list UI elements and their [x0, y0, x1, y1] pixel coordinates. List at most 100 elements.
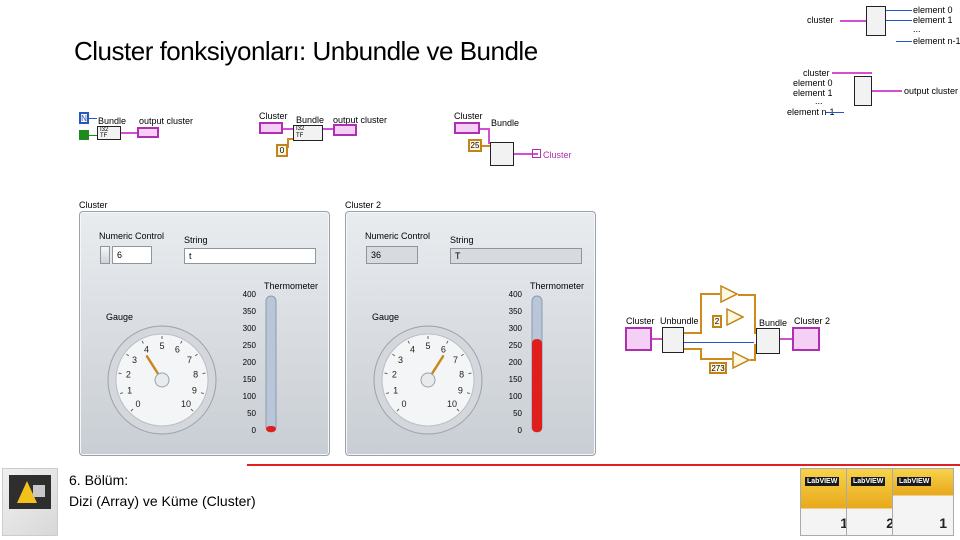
string-control-input[interactable]: t: [184, 248, 316, 264]
unbundle-node[interactable]: [662, 327, 684, 353]
gauge-tick-label: 0: [135, 399, 140, 409]
cluster-control-terminal[interactable]: [454, 122, 480, 134]
thermometer-tick-label: 150: [508, 375, 522, 384]
output-cluster-indicator[interactable]: [137, 127, 159, 138]
string-indicator-display: T: [450, 248, 582, 264]
gauge-tick-label: 7: [187, 355, 192, 365]
cluster-label: Cluster: [626, 316, 655, 326]
bundle-input-terminal: I32: [100, 127, 109, 133]
chapter-number: 6. Bölüm:: [69, 472, 129, 488]
bundle-node[interactable]: I32 TF: [293, 125, 323, 141]
labview-logo: [2, 468, 58, 536]
multiply-function-2[interactable]: [726, 308, 744, 326]
numeric-constant[interactable]: 0: [276, 144, 288, 157]
book-volume-number: 1: [840, 515, 848, 531]
cluster-label: Cluster: [454, 111, 483, 121]
gauge-tick-label: 8: [193, 370, 198, 380]
gauge-tick-label: 9: [192, 386, 197, 396]
unbundle-legend-wire: [840, 20, 866, 22]
gauge-tick-label: 5: [425, 341, 430, 351]
gauge-tick-label: 3: [132, 355, 137, 365]
numeric-wire: [700, 293, 702, 334]
add-function[interactable]: [732, 351, 750, 369]
unbundle-legend-out-wire: [896, 41, 912, 42]
unbundle-out1-label: element 0: [913, 5, 953, 15]
gauge-tick-mark: [385, 392, 390, 395]
gauge-tick-label: 4: [144, 345, 149, 355]
numeric-wire: [700, 358, 732, 360]
gauge-tick-label: 3: [398, 355, 403, 365]
string-wire: [684, 342, 754, 343]
numeric-wire: [482, 145, 490, 147]
gauge-tick-label: 6: [175, 345, 180, 355]
numeric-wire: [684, 332, 700, 334]
multiply-function[interactable]: [720, 285, 738, 303]
thermometer-tick-label: 50: [513, 409, 522, 418]
gauge-tick-mark: [190, 408, 194, 412]
unbundle-node-label: Unbundle: [660, 316, 699, 326]
numeric-indicator-display: 36: [366, 246, 418, 264]
cluster-control-terminal[interactable]: [259, 122, 283, 134]
numeric-constant[interactable]: 25: [468, 139, 482, 152]
bundle-legend-wire: [832, 72, 872, 74]
string-label: String: [450, 235, 474, 245]
wire: [89, 135, 97, 136]
cluster-indicator-label: Cluster: [543, 150, 572, 160]
bundle-node[interactable]: I32 TF: [97, 126, 121, 140]
cluster-wire: [323, 128, 333, 130]
bundle-input-terminal: TF: [296, 133, 304, 139]
thermometer-tick-label: 100: [242, 392, 256, 401]
cluster-wire: [283, 128, 293, 130]
bundle-node[interactable]: [490, 142, 514, 166]
cluster-wire: [480, 128, 490, 130]
thermometer-tick-label: 250: [508, 341, 522, 350]
cluster-wire: [652, 338, 662, 340]
gauge-tick-label: 4: [410, 345, 415, 355]
gauge-tick-label: 8: [459, 370, 464, 380]
boolean-control-terminal[interactable]: [79, 130, 89, 140]
bundle-dots-label: ...: [815, 96, 823, 106]
increment-decrement-buttons[interactable]: [100, 246, 110, 264]
book-volume-number: 1: [939, 515, 947, 531]
gauge-tick-label: 10: [181, 399, 191, 409]
multiply-constant[interactable]: 2: [712, 315, 722, 328]
thermometer-tick-label: 400: [508, 290, 522, 299]
bundle-node[interactable]: [756, 328, 780, 354]
gauge-tick-mark: [407, 340, 410, 344]
numeric-control-input[interactable]: 6: [112, 246, 152, 264]
bundle-node-label: Bundle: [491, 118, 520, 128]
numeric-control-terminal[interactable]: N: [79, 112, 89, 124]
cluster-control-terminal[interactable]: [625, 327, 652, 351]
numeric-wire: [287, 138, 289, 148]
bundle-in0-label: cluster: [803, 68, 830, 78]
thermometer-tick-label: 0: [517, 426, 522, 435]
thermometer-label: Thermometer: [264, 281, 319, 291]
gauge-label: Gauge: [372, 312, 400, 322]
gauge-tick-label: 0: [401, 399, 406, 409]
unbundle-dots-label: ...: [913, 24, 921, 34]
unbundle-legend-out-wire: [886, 20, 912, 21]
gauge-tick-label: 1: [393, 386, 398, 396]
numeric-wire: [684, 348, 702, 350]
chapter-title: Dizi (Array) ve Küme (Cluster): [69, 493, 256, 509]
add-constant[interactable]: 273: [709, 362, 727, 374]
cluster2-indicator-terminal[interactable]: [792, 327, 820, 351]
gauge-tick-label: 2: [126, 370, 131, 380]
thermometer-tick-label: 350: [508, 307, 522, 316]
gauge-tick-label: 10: [447, 399, 457, 409]
bundle-in2-label: element 1: [793, 88, 833, 98]
cluster-wire: [121, 132, 137, 134]
gauge-tick-mark: [141, 340, 144, 344]
output-cluster-indicator[interactable]: [333, 124, 357, 136]
gauge-tick-label: 2: [392, 370, 397, 380]
gauge-tick-mark: [396, 408, 400, 412]
gauge-tick-mark: [126, 353, 130, 357]
gauge-tick-mark: [456, 408, 460, 412]
bundle-legend-out-wire: [872, 90, 902, 92]
